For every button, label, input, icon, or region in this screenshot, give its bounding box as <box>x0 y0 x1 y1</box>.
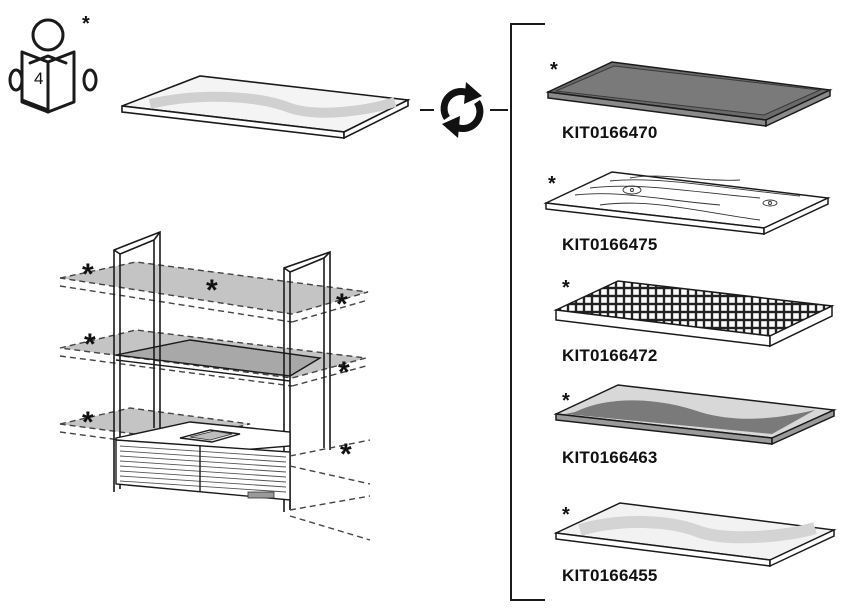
shelf-top-preview <box>121 75 411 140</box>
base-cabinet <box>115 421 291 510</box>
option-3-asterisk: * <box>562 277 570 299</box>
frame-right <box>283 250 331 512</box>
shelf-option-wood <box>543 171 831 236</box>
shelf-option-dark-glass <box>553 384 837 446</box>
option-5-code: KIT0166455 <box>562 566 658 585</box>
shelf-option-dark-framed <box>545 61 833 128</box>
fitted-shelf <box>115 339 323 377</box>
options-bracket <box>510 23 545 601</box>
shelf-top-asterisk-left: * <box>82 258 94 291</box>
shelf-top-asterisk-center: * <box>206 274 218 307</box>
shelf-option-grid <box>553 280 835 348</box>
shelf-top-asterisk-right: * <box>336 288 348 321</box>
shelf-middle-asterisk-right: * <box>338 356 350 389</box>
shelving-unit <box>59 230 371 541</box>
manual-asterisk: * <box>82 13 90 35</box>
option-2-asterisk: * <box>548 173 556 195</box>
shelf-middle-asterisk-left: * <box>84 328 96 361</box>
base-asterisk-right: * <box>340 438 352 471</box>
optional-shelf-top <box>59 261 369 323</box>
option-4-code: KIT0166463 <box>562 448 658 467</box>
option-2-code: KIT0166475 <box>562 235 658 254</box>
shelf-option-clear-glass <box>553 502 837 568</box>
manual-page-number: 4 <box>34 69 44 88</box>
shelf-bottom-asterisk-left: * <box>82 406 94 439</box>
option-4-asterisk: * <box>562 390 570 412</box>
frame-left <box>113 230 161 492</box>
option-1-asterisk: * <box>550 59 558 81</box>
read-manual-icon <box>8 18 98 114</box>
guide-lines <box>289 439 371 541</box>
option-5-asterisk: * <box>562 504 570 526</box>
option-3-code: KIT0166472 <box>562 346 658 365</box>
swap-arrows-icon <box>420 82 508 138</box>
option-1-code: KIT0166470 <box>562 123 658 142</box>
